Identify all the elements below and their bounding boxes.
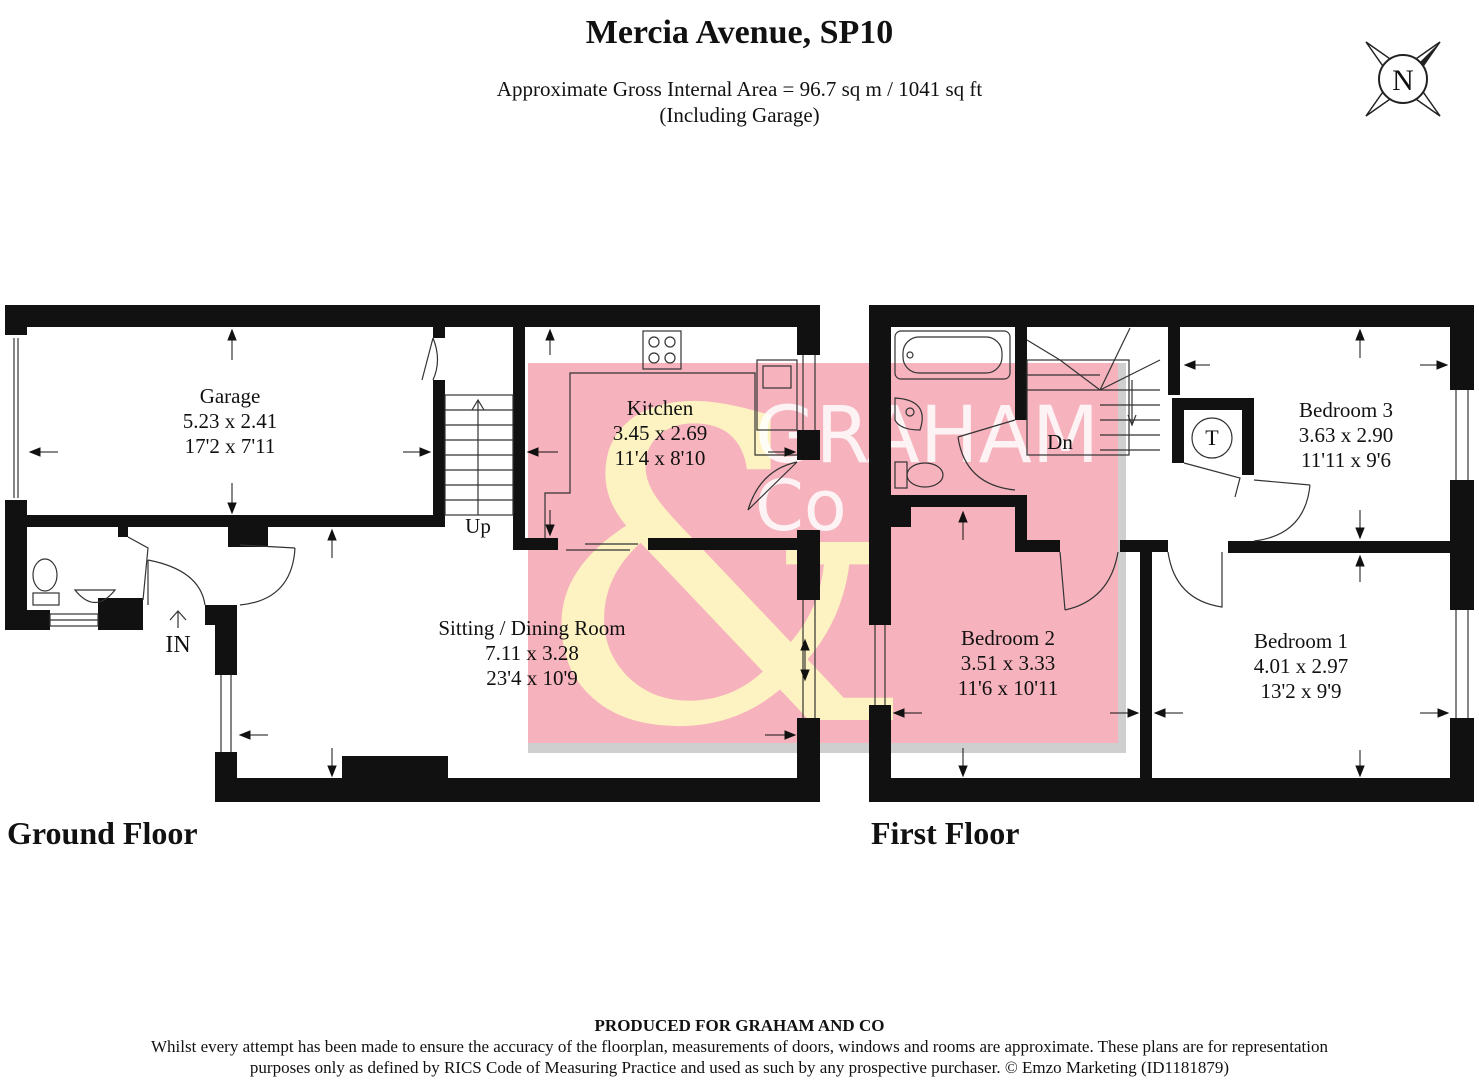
area-note: (Including Garage): [659, 103, 820, 127]
room-label-bedroom-3: Bedroom 3 3.63 x 2.90 11'11 x 9'6: [1299, 398, 1394, 473]
room-imperial: 11'4 x 8'10: [614, 446, 706, 470]
room-name: Kitchen: [626, 396, 694, 420]
room-metric: 3.51 x 3.33: [960, 651, 1056, 675]
room-imperial: 17'2 x 7'11: [184, 434, 276, 458]
watermark: & GRAHAM Co: [528, 322, 1126, 822]
room-metric: 5.23 x 2.41: [182, 409, 278, 433]
first-floor-walls: [869, 305, 1474, 802]
room-label-kitchen: Kitchen 3.45 x 2.69 11'4 x 8'10: [613, 396, 708, 471]
produced-for: PRODUCED FOR GRAHAM AND CO: [594, 1016, 885, 1035]
ground-floor-walls: [5, 305, 820, 802]
room-name: Bedroom 3: [1299, 398, 1393, 422]
north-compass-icon: N: [1362, 38, 1444, 120]
watermark-background: [528, 363, 1118, 743]
first-floor-fixtures: [874, 327, 1469, 718]
ground-floor-fixtures: [13, 330, 816, 752]
disclaimer-footer: PRODUCED FOR GRAHAM AND CO Whilst every …: [0, 1015, 1479, 1078]
area-summary: Approximate Gross Internal Area = 96.7 s…: [0, 76, 1479, 128]
room-name: Bedroom 1: [1254, 629, 1348, 653]
room-label-garage: Garage 5.23 x 2.41 17'2 x 7'11: [183, 384, 278, 459]
room-metric: 3.63 x 2.90: [1298, 423, 1394, 447]
disclaimer-line-2: purposes only as defined by RICS Code of…: [249, 1058, 1230, 1077]
room-name: Bedroom 2: [961, 626, 1055, 650]
tank-label: T: [1205, 425, 1219, 450]
first-floor-label: First Floor: [871, 815, 1020, 851]
entrance-label: IN: [165, 632, 191, 658]
room-metric: 4.01 x 2.97: [1253, 654, 1349, 678]
room-label-bedroom-2: Bedroom 2 3.51 x 3.33 11'6 x 10'11: [958, 626, 1059, 701]
ground-floor-label: Ground Floor: [7, 815, 198, 851]
svg-text:N: N: [1392, 64, 1414, 97]
stairs-down-label: Dn: [1047, 430, 1073, 454]
room-imperial: 13'2 x 9'9: [1260, 679, 1342, 703]
watermark-ampersand: &: [531, 322, 914, 822]
page-title: Mercia Avenue, SP10: [585, 14, 894, 51]
room-label-bedroom-1: Bedroom 1 4.01 x 2.97 13'2 x 9'9: [1254, 629, 1349, 704]
disclaimer-line-1: Whilst every attempt has been made to en…: [151, 1037, 1328, 1056]
room-imperial: 11'11 x 9'6: [1300, 448, 1391, 472]
gross-internal-area: Approximate Gross Internal Area = 96.7 s…: [496, 77, 983, 101]
room-imperial: 23'4 x 10'9: [486, 666, 578, 690]
room-label-sitting-dining: Sitting / Dining Room 7.11 x 3.28 23'4 x…: [438, 616, 625, 691]
room-metric: 7.11 x 3.28: [485, 641, 579, 665]
stairs-up-label: Up: [465, 514, 491, 538]
room-name: Garage: [199, 384, 261, 408]
room-imperial: 11'6 x 10'11: [957, 676, 1059, 700]
room-name: Sitting / Dining Room: [438, 616, 626, 640]
first-floor-dimension-arrows: [892, 328, 1450, 778]
room-metric: 3.45 x 2.69: [612, 421, 708, 445]
ground-floor-dimension-arrows: [28, 328, 810, 778]
